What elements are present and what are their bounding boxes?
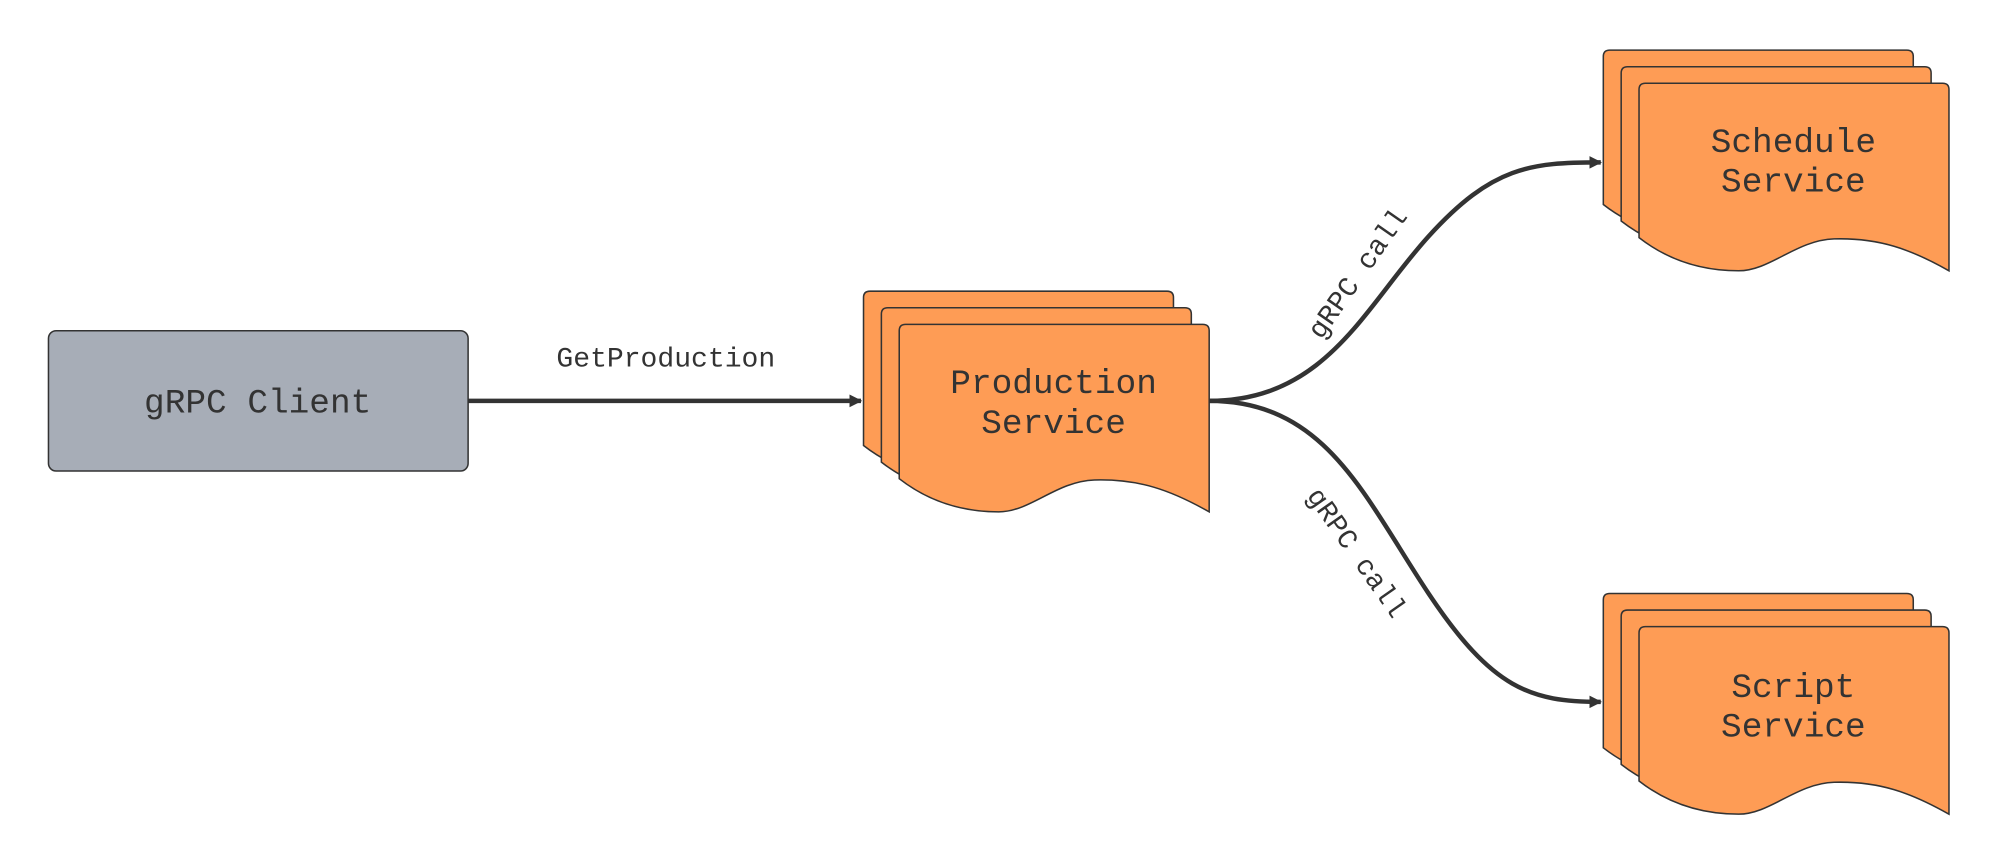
document-shape	[898, 323, 1210, 514]
production-line2: Service	[981, 405, 1126, 444]
document-shape	[1638, 82, 1950, 273]
edge-label-script: gRPC call	[1299, 483, 1411, 625]
script-line1: Script	[1731, 669, 1855, 708]
production-service-node[interactable]	[862, 290, 1210, 514]
script-service-label: Script Service	[1721, 669, 1866, 748]
schedule-service-node[interactable]	[1602, 49, 1950, 273]
production-service-label: Production Service	[950, 365, 1157, 444]
grpc-client-label: gRPC Client	[144, 384, 371, 423]
script-line2: Service	[1721, 708, 1866, 747]
production-line1: Production	[950, 365, 1157, 404]
schedule-line1: Schedule	[1711, 124, 1876, 163]
edge-label-get-production: GetProduction	[556, 344, 775, 375]
script-service-node[interactable]	[1602, 592, 1950, 816]
document-shape	[1638, 625, 1950, 816]
edge-to-script: gRPC call	[1209, 398, 1603, 709]
grpc-client-node[interactable]: gRPC Client	[47, 329, 469, 472]
edge-to-schedule: gRPC call	[1209, 155, 1603, 404]
edge-get-production: GetProduction	[468, 344, 863, 408]
schedule-line2: Service	[1721, 164, 1866, 203]
schedule-service-label: Schedule Service	[1711, 124, 1876, 203]
